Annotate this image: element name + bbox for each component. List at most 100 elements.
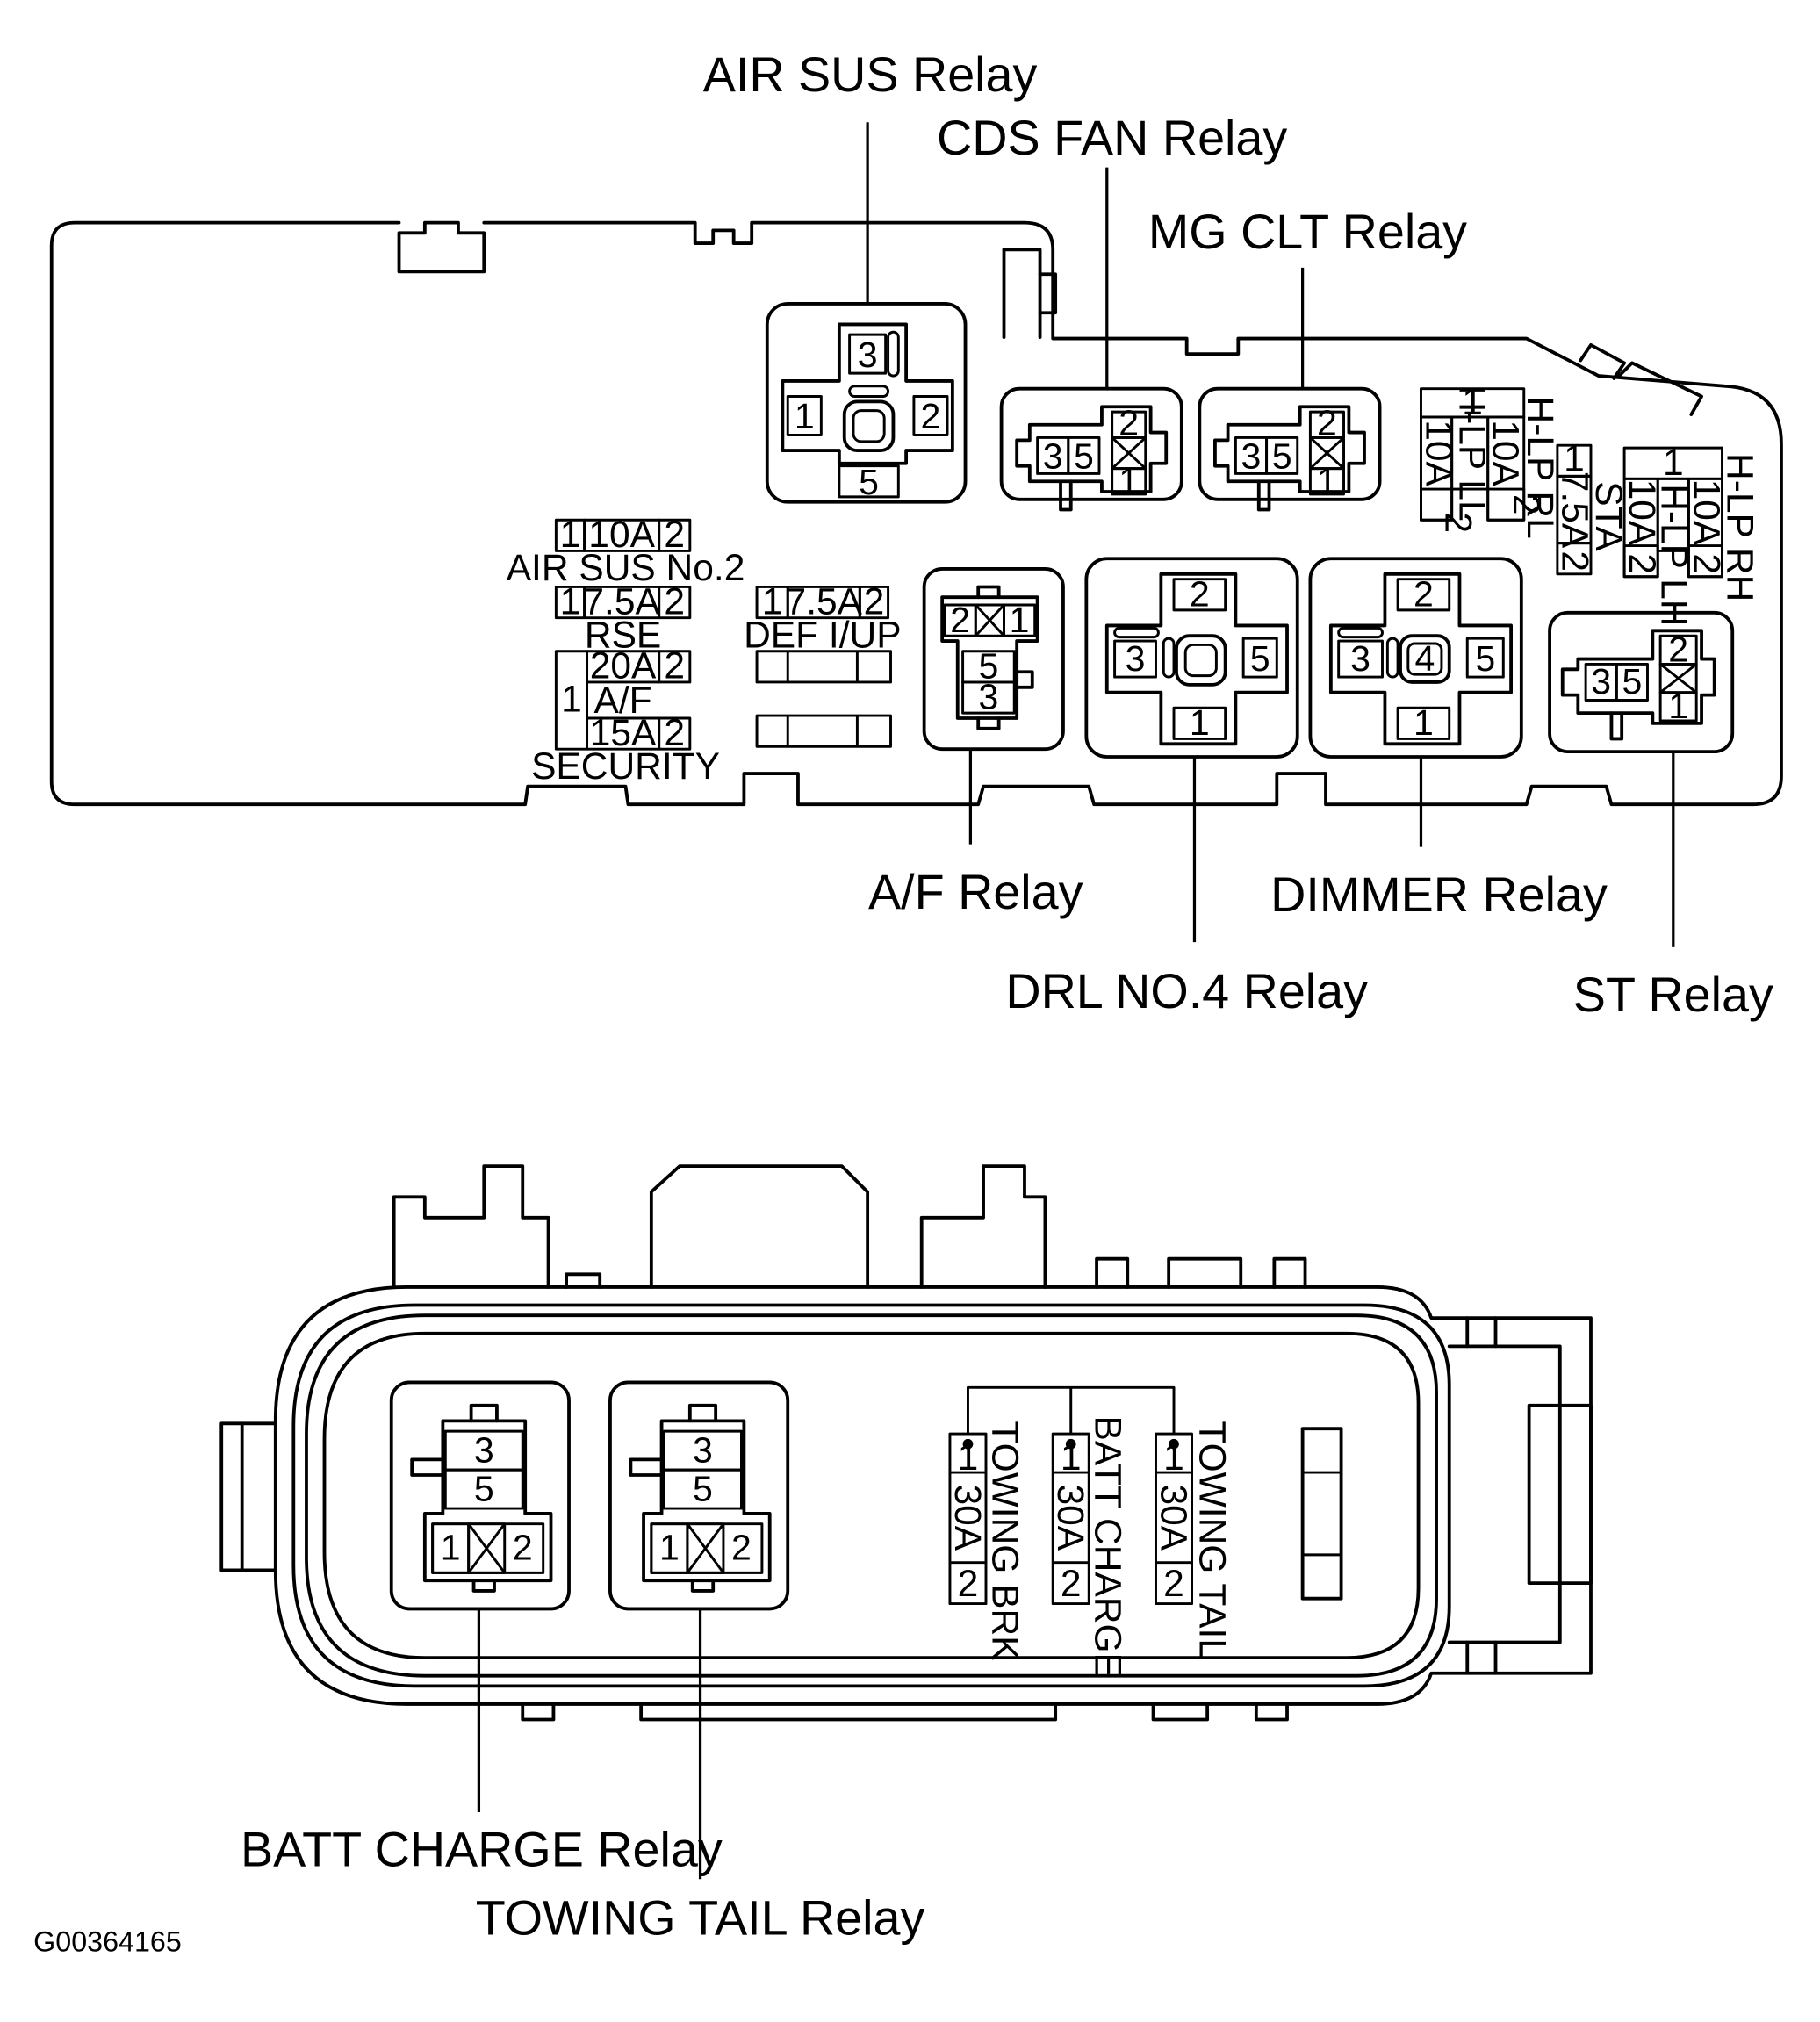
air-sus-relay-label: AIR SUS Relay: [703, 47, 1038, 102]
fuse-towing-tail: 1 30A 2 TOWING TAIL: [1152, 1421, 1232, 1659]
batt-charge-pin-5: 5: [474, 1468, 494, 1508]
air-sus-pin-2: 2: [921, 396, 941, 436]
towing-tail-relay-label: TOWING TAIL Relay: [476, 1890, 925, 1945]
towing-tail-pin-3: 3: [693, 1429, 713, 1470]
upper-box-outline: [49, 220, 1783, 807]
fuse-air-sus-no2-rating: 10A: [588, 514, 655, 556]
mg-clt-pin-5: 5: [1272, 436, 1292, 477]
fuse-sta-pin1: 1: [1564, 439, 1585, 480]
fuse-air-sus-no2-pin1: 1: [560, 514, 581, 556]
fuse-def-iup-name: DEF I/UP: [744, 615, 901, 656]
fuse-security-rating: 15A: [590, 713, 657, 754]
st-pin-5: 5: [1622, 661, 1642, 702]
spare-fuse-slots: [755, 650, 892, 748]
af-pin-1: 1: [1010, 600, 1030, 640]
air-sus-pin-3: 3: [858, 335, 878, 375]
fuse-towing-brk-name: TOWING BRK: [983, 1421, 1025, 1660]
fuse-towing-tail-pin2: 2: [1163, 1564, 1184, 1605]
cds-fan-pin-1: 1: [1119, 460, 1139, 500]
fuse-sta-pin2: 2: [1554, 550, 1595, 572]
fuse-towing-brk: 1 30A 2 TOWING BRK: [946, 1421, 1025, 1660]
fuse-batt-charge-pin1: 1: [1061, 1437, 1082, 1479]
fuse-sta-name: STA: [1587, 481, 1629, 551]
fuse-batt-charge-pin2: 2: [1061, 1564, 1082, 1605]
drl-pin-5: 5: [1250, 638, 1270, 679]
image-code: G00364165: [33, 1925, 182, 1957]
st-pin-2: 2: [1668, 629, 1688, 669]
mg-clt-pin-1: 1: [1317, 460, 1337, 500]
cds-fan-pin-3: 3: [1043, 436, 1063, 477]
fuse-def-iup-pin2: 2: [864, 581, 885, 622]
fuse-hlp-rl-ll: 1 10A 2 H-LP LL 10A 2 H-LP RL: [1417, 382, 1560, 539]
fuse-hlp-rh-lh: 1 10A 2 H-LP LH 10A 2 H-LP RH: [1621, 443, 1759, 626]
fuse-hlp-rh-pin2: 2: [1685, 553, 1726, 574]
fuse-batt-charge: 1 30A 2 BATT CHARGE: [1049, 1416, 1128, 1678]
drl-pin-1: 1: [1190, 702, 1210, 743]
fuse-def-iup-pin1: 1: [762, 581, 783, 622]
af-relay-label: A/F Relay: [868, 865, 1083, 919]
fuse-hlp-rl-name: H-LP RL: [1519, 397, 1560, 539]
dimmer-pin-3: 3: [1350, 638, 1370, 679]
fuse-rse-rating: 7.5A: [583, 581, 660, 622]
fuse-hlp-rh-name: H-LP RH: [1718, 453, 1759, 601]
fuse-air-sus-no2-name: AIR SUS No.2: [507, 548, 745, 589]
fuse-batt-charge-name: BATT CHARGE: [1087, 1416, 1128, 1678]
fuse-af-name: A/F: [594, 680, 652, 722]
fuse-hlp-rh-rating: 10A: [1685, 479, 1726, 546]
st-pin-3: 3: [1591, 661, 1611, 702]
cds-fan-pin-2: 2: [1119, 402, 1139, 443]
fuse-hlp-ll-pin2: 2: [1436, 512, 1478, 533]
cds-fan-relay: 3 5 2 1: [999, 386, 1183, 512]
fuse-hlp-ll-rating: 10A: [1417, 420, 1458, 486]
fuse-rse-pin2: 2: [664, 581, 685, 622]
fuse-hlp-lh-rating: 10A: [1621, 479, 1662, 546]
cds-fan-relay-label: CDS FAN Relay: [937, 111, 1287, 165]
fuse-towing-tail-name: TOWING TAIL: [1191, 1421, 1232, 1659]
fuse-rse-pin1: 1: [560, 581, 581, 622]
drl-pin-2: 2: [1190, 573, 1210, 614]
mg-clt-pin-3: 3: [1241, 436, 1262, 477]
fuse-security-pin2: 2: [664, 713, 685, 754]
fuse-af-rating: 20A: [590, 646, 657, 687]
af-pin-3: 3: [979, 677, 999, 717]
fuse-towing-brk-rating: 30A: [946, 1485, 988, 1551]
fuse-af-pin2: 2: [664, 646, 685, 687]
mg-clt-relay-label: MG CLT Relay: [1148, 205, 1467, 259]
batt-charge-pin-2: 2: [513, 1528, 533, 1568]
cds-fan-pin-5: 5: [1074, 436, 1094, 477]
st-pin-1: 1: [1668, 686, 1688, 726]
fuse-hlp-rl-ll-common-pin: 1: [1462, 382, 1483, 423]
batt-charge-relay: 3 5 1 2: [389, 1380, 571, 1611]
fuse-af-security-common-pin: 1: [561, 680, 582, 721]
fuse-hlp-rh-lh-common-pin: 1: [1663, 443, 1684, 484]
air-sus-relay: 3 1 2 5: [765, 302, 968, 504]
fuse-hlp-lh-pin2: 2: [1621, 553, 1662, 574]
fuse-def-iup-rating: 7.5A: [786, 581, 863, 622]
st-relay: 3 5 2 1: [1548, 610, 1735, 754]
towing-tail-pin-5: 5: [693, 1468, 713, 1508]
dimmer-pin-2: 2: [1414, 573, 1434, 614]
towing-tail-pin-2: 2: [731, 1528, 752, 1568]
fuse-hlp-ll-name: H-LP LL: [1450, 385, 1492, 521]
fuse-hlp-rl-rating: 10A: [1485, 420, 1526, 486]
fuse-hlp-rl-pin2: 2: [1505, 494, 1546, 515]
fuse-towing-tail-pin1: 1: [1163, 1437, 1184, 1479]
fuse-hlp-lh-name: H-LP LH: [1653, 484, 1694, 626]
fuse-batt-charge-rating: 30A: [1049, 1485, 1090, 1551]
af-relay: 2 1 5 3: [922, 567, 1065, 752]
drl-no4-relay-label: DRL NO.4 Relay: [1005, 964, 1368, 1018]
batt-charge-relay-label: BATT CHARGE Relay: [241, 1823, 723, 1877]
drl-no4-relay: 2 3 5 1: [1084, 557, 1299, 759]
lower-box-outline: [219, 1164, 1593, 1722]
batt-charge-pin-3: 3: [474, 1429, 494, 1470]
af-pin-5: 5: [979, 646, 999, 687]
towing-tail-pin-1: 1: [659, 1528, 680, 1568]
dimmer-relay: 2 3 4 5 1: [1308, 557, 1523, 759]
dimmer-pin-4: 4: [1414, 638, 1435, 679]
batt-charge-pin-1: 1: [441, 1528, 461, 1568]
towing-tail-relay: 3 5 1 2: [608, 1380, 790, 1611]
fuse-sta-rating: 7.5A: [1554, 471, 1595, 549]
air-sus-pin-1: 1: [795, 396, 815, 436]
drl-pin-3: 3: [1126, 638, 1146, 679]
